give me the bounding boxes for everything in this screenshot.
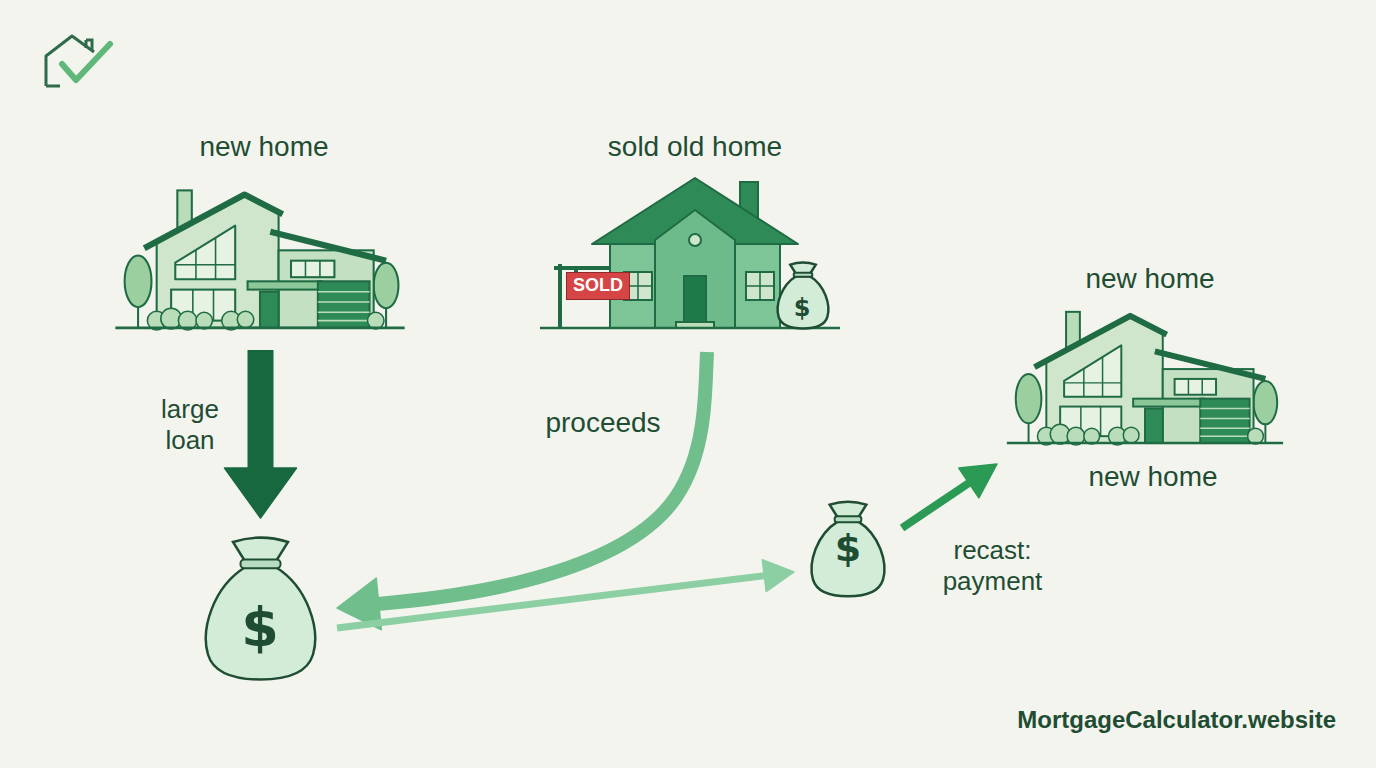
illustration [995, 300, 1295, 448]
bush [1123, 427, 1139, 443]
arrow-stem [248, 350, 274, 478]
dollar-sign: $ [794, 294, 811, 323]
garage-door [318, 281, 370, 327]
ground-line [1007, 442, 1283, 444]
tree [1254, 381, 1278, 424]
round-window [689, 234, 701, 246]
door [260, 292, 279, 328]
garage-door [1200, 399, 1249, 443]
window-mullion [624, 272, 774, 300]
garage-lines [318, 292, 370, 321]
bush [196, 312, 213, 329]
bag-body [206, 567, 315, 680]
watermark: MortgageCalculator.website [1017, 706, 1336, 734]
arrow-stem [902, 479, 974, 528]
dollar-sign: $ [835, 526, 861, 572]
bush [367, 312, 384, 329]
upper-window [1175, 379, 1216, 395]
house-label: new home [199, 130, 328, 164]
house-node: new home new home [995, 262, 1305, 497]
bush [237, 311, 254, 328]
illustration [90, 178, 430, 333]
ground-line [115, 327, 404, 330]
upper-window [291, 261, 334, 278]
window-mullion [305, 261, 319, 278]
window-mullion [1188, 379, 1202, 395]
arrowhead [959, 464, 997, 498]
arrow-label: large loan [140, 394, 240, 456]
gable-window [175, 226, 235, 280]
bag-tie [835, 516, 862, 522]
house-label: sold old home [608, 130, 782, 164]
bag-top [233, 538, 288, 562]
bush [1084, 428, 1100, 444]
bag-body [812, 521, 885, 596]
money-bag-node: $ [802, 498, 894, 598]
logo-check [62, 44, 110, 80]
arrow-stem [337, 575, 770, 628]
bag-tie [241, 560, 281, 569]
flow-arrow [902, 464, 997, 528]
bag-tie [794, 273, 813, 277]
porch-canopy [248, 281, 322, 289]
money-bag [206, 538, 315, 680]
logo-house [46, 36, 94, 86]
garage-lines [1200, 409, 1249, 437]
dollar-sign: $ [241, 596, 279, 661]
arrow-label: proceeds [528, 406, 678, 440]
sold-sign: SOLD [566, 272, 630, 300]
arrow-stem [370, 352, 707, 605]
arrow-label: recast: payment [925, 535, 1060, 597]
house-label: new home [1088, 460, 1217, 494]
porch-canopy [1133, 399, 1204, 407]
logo-house-base [46, 85, 60, 88]
house-node: sold old homeSOLD $ [540, 128, 840, 340]
house-gable [1046, 318, 1162, 443]
logo-chimney [86, 40, 92, 50]
arrowhead [762, 560, 794, 592]
tree [374, 263, 399, 308]
tree [125, 256, 152, 308]
money-bag [812, 502, 885, 597]
arrowhead [225, 468, 297, 518]
tree [1016, 374, 1042, 423]
house-node: new home [90, 128, 440, 338]
money-bag [778, 263, 829, 329]
flow-arrow [225, 350, 297, 518]
roof [1155, 351, 1266, 379]
window-mullion [1064, 357, 1121, 396]
bush [1248, 428, 1264, 444]
door [684, 276, 706, 322]
money-bag-node: $ [198, 528, 323, 686]
roof [270, 232, 386, 261]
house-label: new home [1085, 262, 1214, 296]
front-gable [655, 210, 735, 328]
logo-icon [46, 36, 110, 86]
gable-window [1064, 345, 1121, 396]
bag-body [778, 276, 829, 328]
flow-arrow [337, 560, 794, 628]
door [1145, 409, 1163, 444]
window-mullion [175, 238, 235, 279]
